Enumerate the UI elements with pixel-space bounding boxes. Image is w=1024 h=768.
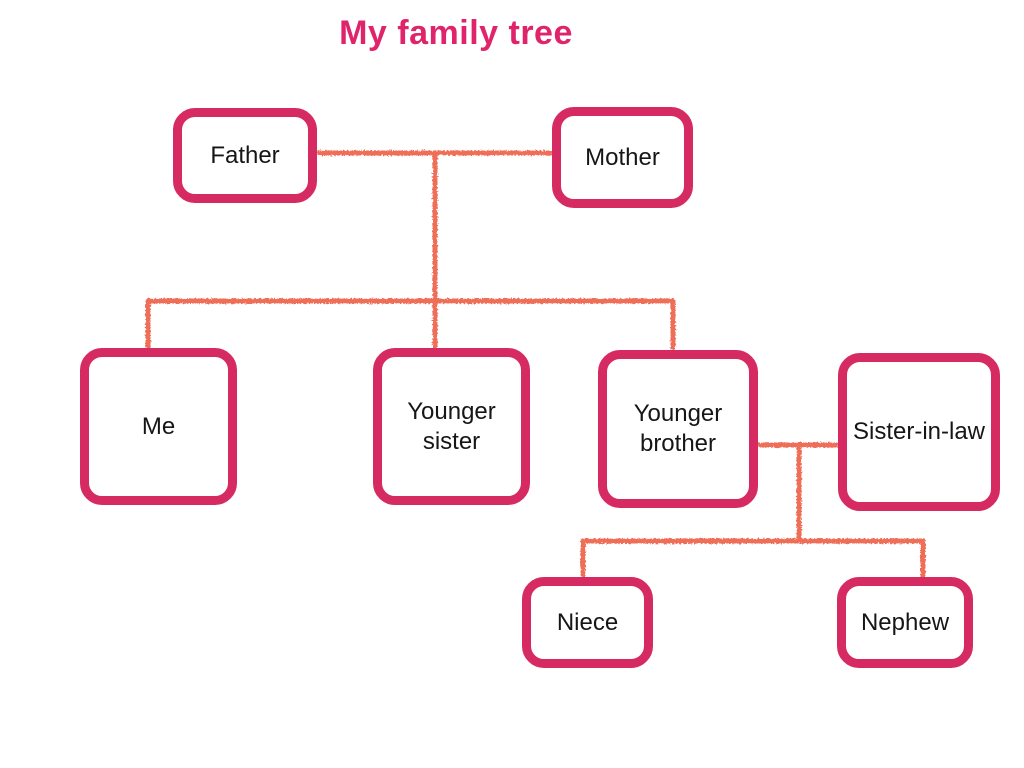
node-younger-brother[interactable]: Younger brother bbox=[598, 350, 758, 508]
node-younger-sister-label: Younger sister bbox=[407, 397, 496, 455]
node-niece-label: Niece bbox=[556, 608, 619, 636]
node-father[interactable]: Father bbox=[173, 108, 317, 203]
page-title: My family tree bbox=[339, 14, 573, 52]
node-mother-label: Mother bbox=[585, 143, 660, 171]
node-me[interactable]: Me bbox=[80, 348, 237, 505]
node-nephew[interactable]: Nephew bbox=[837, 577, 973, 668]
edge-siblings-bus bbox=[145, 298, 676, 350]
node-niece[interactable]: Niece bbox=[522, 577, 653, 668]
node-sister-in-law[interactable]: Sister-in-law bbox=[838, 353, 1000, 511]
node-younger-sister[interactable]: Younger sister bbox=[373, 348, 530, 505]
node-younger-brother-label: Younger brother bbox=[633, 400, 723, 457]
edge-niece-nephew-bus bbox=[580, 538, 926, 577]
node-sister-in-law-label: Sister-in-law bbox=[852, 418, 986, 445]
node-nephew-label: Nephew bbox=[860, 608, 950, 636]
node-me-label: Me bbox=[141, 412, 176, 440]
node-father-label: Father bbox=[210, 141, 280, 169]
node-mother[interactable]: Mother bbox=[552, 107, 693, 208]
